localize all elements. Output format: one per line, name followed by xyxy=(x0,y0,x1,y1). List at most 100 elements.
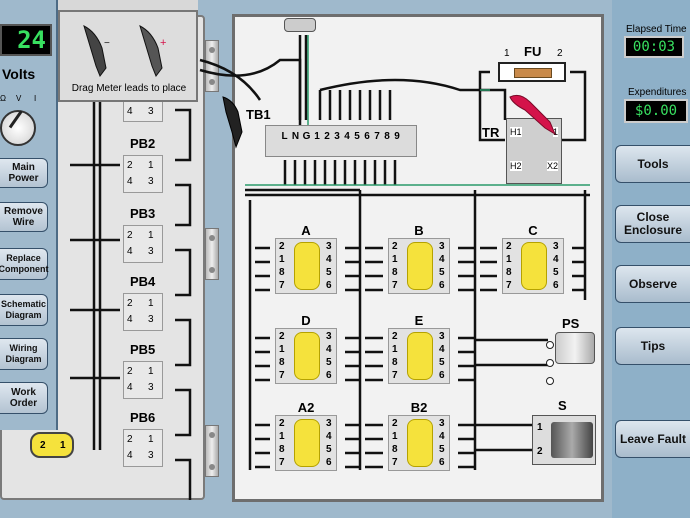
relay-pin[interactable]: 6 xyxy=(326,370,332,381)
transformer[interactable]: H1 1 H2 X2 xyxy=(506,118,562,184)
door-device-term[interactable]: 1 xyxy=(60,440,66,451)
door-device-term[interactable]: 2 xyxy=(40,440,46,451)
relay-pin[interactable]: 6 xyxy=(439,280,445,291)
tb1-terminal[interactable]: 3 xyxy=(334,131,340,142)
relay-pin[interactable]: 5 xyxy=(439,444,445,455)
observe-button[interactable]: Observe xyxy=(615,265,690,303)
pb-term[interactable]: 1 xyxy=(148,366,154,377)
tb1-terminal[interactable]: 4 xyxy=(344,131,350,142)
relay-pin[interactable]: 8 xyxy=(279,267,285,278)
pb-term[interactable]: 3 xyxy=(148,450,154,461)
tb1-terminal[interactable]: 1 xyxy=(314,131,320,142)
relay-pin[interactable]: 7 xyxy=(392,280,398,291)
black-meter-probe-icon[interactable] xyxy=(218,92,258,152)
pb-term[interactable]: 1 xyxy=(148,298,154,309)
pb-term[interactable]: 3 xyxy=(148,314,154,325)
pb-term[interactable]: 2 xyxy=(127,434,133,445)
pb-term[interactable]: 4 xyxy=(127,450,133,461)
close-enclosure-button[interactable]: Close Enclosure xyxy=(615,205,690,243)
relay-pin[interactable]: 1 xyxy=(392,254,398,265)
relay-pin[interactable]: 3 xyxy=(439,418,445,429)
relay-pin[interactable]: 7 xyxy=(392,370,398,381)
relay-pin[interactable]: 1 xyxy=(279,254,285,265)
leave-fault-button[interactable]: Leave Fault xyxy=(615,420,690,458)
pb-term[interactable]: 1 xyxy=(148,230,154,241)
schematic-diagram-button[interactable]: Schematic Diagram xyxy=(0,294,48,326)
relay-pin[interactable]: 4 xyxy=(439,431,445,442)
relay-pin[interactable]: 3 xyxy=(553,241,559,252)
relay-pin[interactable]: 3 xyxy=(439,331,445,342)
fuse-holder[interactable] xyxy=(498,62,566,82)
pb-term[interactable]: 3 xyxy=(148,382,154,393)
ps-screw[interactable] xyxy=(546,341,554,349)
relay-pin[interactable]: 4 xyxy=(326,344,332,355)
tb1-terminal[interactable]: 2 xyxy=(324,131,330,142)
relay-pin[interactable]: 6 xyxy=(439,370,445,381)
relay-pin[interactable]: 7 xyxy=(506,280,512,291)
relay-pin[interactable]: 8 xyxy=(392,444,398,455)
relay-pin[interactable]: 4 xyxy=(553,254,559,265)
relay-pin[interactable]: 8 xyxy=(506,267,512,278)
relay-pin[interactable]: 7 xyxy=(392,457,398,468)
relay-pin[interactable]: 7 xyxy=(279,280,285,291)
meter-selector-dial[interactable] xyxy=(0,110,36,146)
pb-term[interactable]: 3 xyxy=(148,176,154,187)
tips-button[interactable]: Tips xyxy=(615,327,690,365)
pb-term[interactable]: 4 xyxy=(127,106,133,117)
pb-term[interactable]: 4 xyxy=(127,246,133,257)
tb1-terminal[interactable]: 7 xyxy=(374,131,380,142)
relay-pin[interactable]: 6 xyxy=(553,280,559,291)
relay-pin[interactable]: 3 xyxy=(439,241,445,252)
relay-pin[interactable]: 8 xyxy=(279,357,285,368)
relay-pin[interactable]: 5 xyxy=(553,267,559,278)
tb1-terminal[interactable]: 9 xyxy=(394,131,400,142)
remove-wire-button[interactable]: Remove Wire xyxy=(0,202,48,232)
relay-pin[interactable]: 8 xyxy=(279,444,285,455)
relay-pin[interactable]: 4 xyxy=(439,254,445,265)
ps-screw[interactable] xyxy=(546,359,554,367)
relay-pin[interactable]: 2 xyxy=(506,241,512,252)
tools-button[interactable]: Tools xyxy=(615,145,690,183)
red-meter-probe-icon[interactable] xyxy=(505,92,565,138)
relay-pin[interactable]: 7 xyxy=(279,457,285,468)
solenoid-term-1[interactable]: 1 xyxy=(537,422,543,433)
pb-term[interactable]: 2 xyxy=(127,298,133,309)
relay-pin[interactable]: 6 xyxy=(326,280,332,291)
relay-pin[interactable]: 1 xyxy=(279,344,285,355)
solenoid[interactable]: 1 2 xyxy=(532,415,596,465)
relay-pin[interactable]: 2 xyxy=(392,418,398,429)
pb-term[interactable]: 2 xyxy=(127,160,133,171)
pushbutton-pb4[interactable]: 2 1 4 3 xyxy=(123,293,163,331)
relay-pin[interactable]: 1 xyxy=(392,344,398,355)
replace-component-button[interactable]: Replace Component xyxy=(0,248,49,280)
wiring-diagram-button[interactable]: Wiring Diagram xyxy=(0,338,48,370)
pb-term[interactable]: 3 xyxy=(148,106,154,117)
door-device[interactable]: 2 1 xyxy=(30,432,74,458)
solenoid-term-2[interactable]: 2 xyxy=(537,446,543,457)
pb-term[interactable]: 4 xyxy=(127,314,133,325)
relay-pin[interactable]: 5 xyxy=(326,357,332,368)
relay-pin[interactable]: 5 xyxy=(326,267,332,278)
tb1-terminal[interactable]: L xyxy=(281,131,288,142)
relay-pin[interactable]: 4 xyxy=(326,431,332,442)
tb1-terminal[interactable]: 6 xyxy=(364,131,370,142)
relay-pin[interactable]: 1 xyxy=(392,431,398,442)
power-supply[interactable] xyxy=(555,332,595,364)
relay-pin[interactable]: 2 xyxy=(279,331,285,342)
relay-pin[interactable]: 8 xyxy=(392,267,398,278)
relay-pin[interactable]: 7 xyxy=(279,370,285,381)
pb-term[interactable]: 4 xyxy=(127,382,133,393)
pb-term[interactable]: 1 xyxy=(148,434,154,445)
pb-term[interactable]: 2 xyxy=(127,230,133,241)
relay-pin[interactable]: 2 xyxy=(279,241,285,252)
pb-term[interactable]: 2 xyxy=(127,366,133,377)
relay-pin[interactable]: 8 xyxy=(392,357,398,368)
pushbutton-pb5[interactable]: 2 1 4 3 xyxy=(123,361,163,399)
